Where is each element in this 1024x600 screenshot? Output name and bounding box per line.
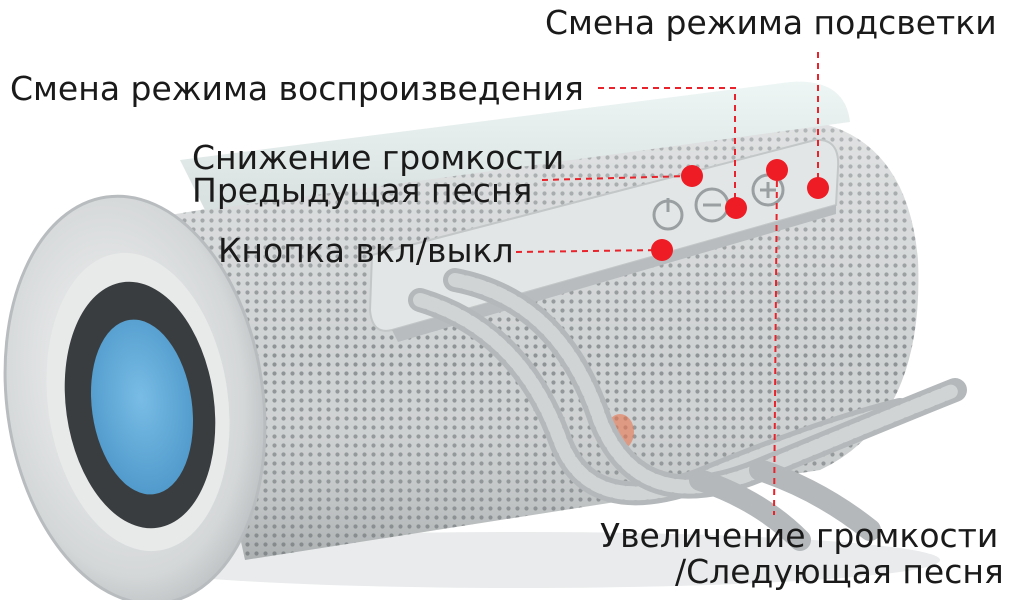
button-markers [651, 159, 829, 261]
leader-power [515, 249, 663, 253]
label-lighting-mode: Смена режима подсветки [545, 3, 997, 42]
leader-playmode [598, 87, 736, 208]
marker-playmode [725, 197, 747, 219]
leader-lines [515, 52, 819, 516]
marker-lighting [807, 177, 829, 199]
leader-voldown [541, 175, 691, 181]
label-play-mode: Смена режима воспроизведения [10, 69, 584, 108]
marker-volup [766, 159, 788, 181]
power-icon [652, 198, 684, 231]
label-volume-down: Снижение громкости [192, 138, 565, 177]
marker-voldown [681, 165, 703, 187]
label-previous-song: Предыдущая песня [192, 171, 533, 210]
label-power-button: Кнопка вкл/выкл [218, 231, 514, 270]
light-strip [180, 81, 850, 211]
rope-strap [408, 268, 967, 551]
speaker-driver [90, 319, 194, 495]
leader-volup [773, 169, 778, 516]
marker-power [651, 239, 673, 261]
label-volume-up: Увеличение громкости [600, 516, 999, 555]
label-next-song: /Следующая песня [675, 552, 1004, 591]
